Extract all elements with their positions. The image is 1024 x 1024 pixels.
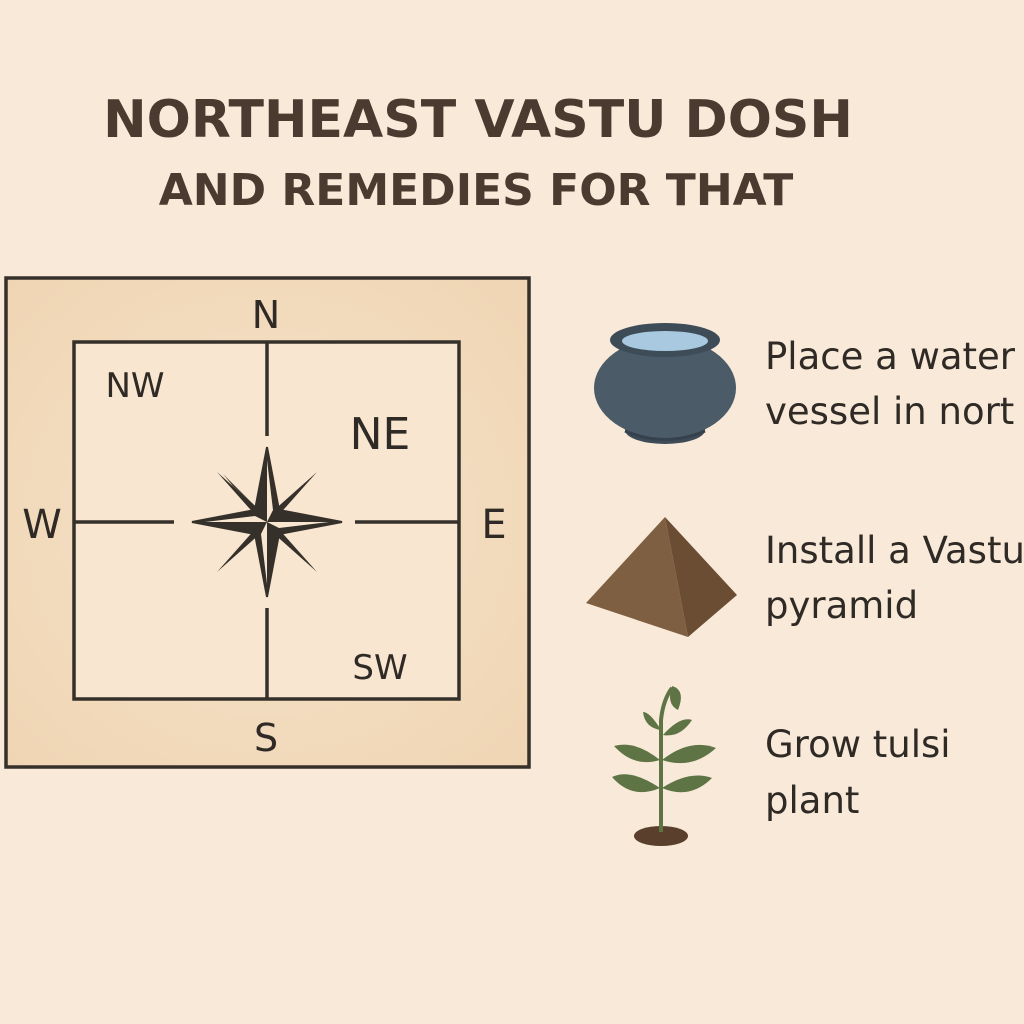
label-northwest: NW bbox=[105, 366, 164, 406]
remedy-text-line: Grow tulsi bbox=[765, 723, 951, 766]
label-north: N bbox=[252, 293, 280, 337]
remedy-text-line: plant bbox=[765, 779, 859, 822]
remedy-item: Place a water vessel in nort bbox=[594, 323, 1016, 444]
label-east: E bbox=[481, 502, 506, 548]
page-subtitle: AND REMEDIES FOR THAT bbox=[159, 165, 794, 216]
label-south: S bbox=[254, 716, 278, 760]
remedy-text-line: vessel in nort bbox=[765, 390, 1014, 433]
label-northeast: NE bbox=[350, 409, 411, 460]
label-southwest: SW bbox=[352, 648, 407, 688]
remedy-text-line: Install a Vastu bbox=[765, 529, 1024, 572]
remedy-item: Grow tulsi plant bbox=[612, 686, 951, 846]
compass-diagram: N S W E NW NE SW bbox=[4, 276, 531, 769]
remedy-text-line: pyramid bbox=[765, 584, 918, 627]
label-west: W bbox=[22, 502, 62, 548]
remedy-text-line: Place a water bbox=[765, 335, 1016, 378]
tulsi-plant-icon bbox=[612, 686, 716, 846]
pyramid-icon bbox=[586, 517, 737, 637]
water-pot-icon bbox=[594, 323, 736, 444]
page-title: NORTHEAST VASTU DOSH bbox=[103, 90, 853, 150]
compass-rose-icon bbox=[191, 446, 343, 598]
cross-lines bbox=[74, 342, 459, 699]
remedy-item: Install a Vastu pyramid bbox=[586, 517, 1024, 637]
